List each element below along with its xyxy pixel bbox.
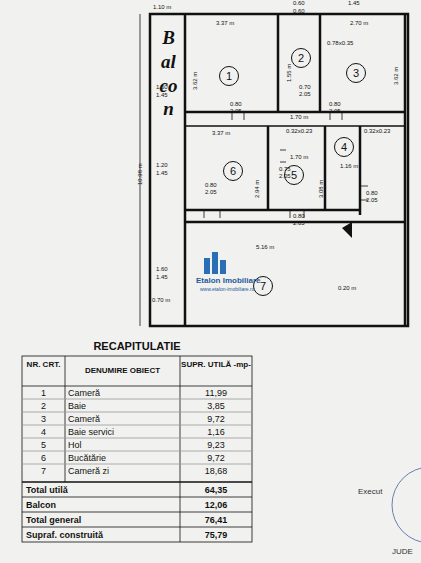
stamp-text: Execut xyxy=(358,488,382,496)
table-cell: 18,68 xyxy=(180,467,252,476)
table-total: Total utilă xyxy=(26,486,68,495)
table-header: SUPR. UTILĂ -mp- xyxy=(180,361,252,370)
dimension: 0.70 xyxy=(299,84,311,90)
dimension: 0.32x0.23 xyxy=(286,128,312,134)
dimension: 2.05 xyxy=(366,197,378,203)
dimension: 3.37 m xyxy=(212,130,230,136)
stamp-text: JUDE xyxy=(392,548,413,556)
dimension: 0.60 xyxy=(293,0,305,6)
dimension: 0.80 xyxy=(329,101,341,107)
dimension: 0.80 xyxy=(230,101,242,107)
dimension: 1.10 m xyxy=(153,4,171,10)
table-total: Balcon xyxy=(26,501,56,510)
dimension: 0.78x0.35 xyxy=(327,40,353,46)
dimension: 1.60 xyxy=(156,266,168,272)
dimension: 0.32x0.23 xyxy=(364,128,390,134)
dimension: 2.05 xyxy=(230,108,242,114)
balcony-label: Balcon xyxy=(159,26,178,121)
dimension: 2.05 xyxy=(205,189,217,195)
entrance-arrow xyxy=(342,222,352,238)
room-number-circle: 2 xyxy=(291,48,311,68)
dimension: 2.05 xyxy=(279,173,291,179)
dimension: 3.08 m xyxy=(318,180,324,198)
table-total: Suprаf. construită xyxy=(26,531,103,540)
table-cell: 9,23 xyxy=(180,441,252,450)
dimension: 3.37 m xyxy=(216,20,234,26)
table-cell: 7 xyxy=(22,467,65,476)
table-total: 12,06 xyxy=(180,501,252,510)
room-number: 7 xyxy=(260,281,266,292)
dimension: 1.45 xyxy=(156,274,168,280)
dimension: 2.94 m xyxy=(254,180,260,198)
dimension: 0.70 m xyxy=(152,297,170,303)
table-title: RECAPITULATIE xyxy=(22,341,252,352)
dimension: 1.55 m xyxy=(286,64,292,82)
table-total: 75,79 xyxy=(180,531,252,540)
dimension: 3.62 m xyxy=(393,67,399,85)
dimension: 0.80 xyxy=(366,190,378,196)
dimension: 5.16 m xyxy=(256,244,274,250)
room-number-circle: 4 xyxy=(334,137,354,157)
dimension: 1.45 xyxy=(156,170,168,176)
room-number: 5 xyxy=(291,170,297,181)
dimension: 1.60 xyxy=(156,84,168,90)
table-cell: 9,72 xyxy=(180,454,252,463)
table-cell: 2 xyxy=(22,402,65,411)
dimension: 1.70 m xyxy=(290,114,308,120)
table-cell: Baie xyxy=(68,402,86,411)
dimension: 2.05 xyxy=(329,108,341,114)
dimension: 1.70 m xyxy=(290,154,308,160)
table-cell: 4 xyxy=(22,428,65,437)
table-cell: Cameră zi xyxy=(68,467,109,476)
table-cell: 3,85 xyxy=(180,402,252,411)
room-number-circle: 3 xyxy=(346,63,366,83)
room-number: 2 xyxy=(298,53,304,64)
dimension: 3.62 m xyxy=(192,72,198,90)
dimension: 2.70 m xyxy=(350,20,368,26)
table-cell: 6 xyxy=(22,454,65,463)
room-number-circle: 6 xyxy=(223,161,243,181)
dimension: 0.80 xyxy=(293,213,305,219)
dimension: 10.98 m xyxy=(137,163,143,185)
table-cell: Bucătărie xyxy=(68,454,106,463)
room-number-circle: 1 xyxy=(219,66,239,86)
dimension: 0.75 xyxy=(279,166,291,172)
table-total: 76,41 xyxy=(180,516,252,525)
dimension: 0.80 xyxy=(205,182,217,188)
table-cell: 3 xyxy=(22,415,65,424)
table-total: 64,35 xyxy=(180,486,252,495)
dimension: 1.45 xyxy=(348,0,360,6)
table-cell: 11,99 xyxy=(180,389,252,398)
dimension: 2.05 xyxy=(299,91,311,97)
dimension: 1.20 xyxy=(156,162,168,168)
table-cell: 9,72 xyxy=(180,415,252,424)
dimension: 2.05 xyxy=(293,220,305,226)
room-number: 1 xyxy=(226,71,232,82)
dimension: 1.16 m xyxy=(340,163,358,169)
watermark-url: www.etalon-imobiliare.ro xyxy=(200,287,254,292)
room-number: 3 xyxy=(353,68,359,79)
table-cell: 5 xyxy=(22,441,65,450)
table-cell: 1 xyxy=(22,389,65,398)
table-cell: Baie servici xyxy=(68,428,114,437)
table-header: DENUMIRE OBIECT xyxy=(65,367,180,376)
watermark: Etalon Imobiliare xyxy=(196,277,260,285)
room-number: 4 xyxy=(341,142,347,153)
room-number: 6 xyxy=(230,166,236,177)
table-cell: Cameră xyxy=(68,389,100,398)
dimension: 0.60 xyxy=(293,8,305,14)
table-total: Total general xyxy=(26,516,81,525)
dimension: 0.20 m xyxy=(338,285,356,291)
table-cell: Hol xyxy=(68,441,82,450)
table-cell: Cameră xyxy=(68,415,100,424)
table-cell: 1,16 xyxy=(180,428,252,437)
table-header: NR. CRT. xyxy=(22,361,65,370)
dimension: 1.45 xyxy=(156,92,168,98)
